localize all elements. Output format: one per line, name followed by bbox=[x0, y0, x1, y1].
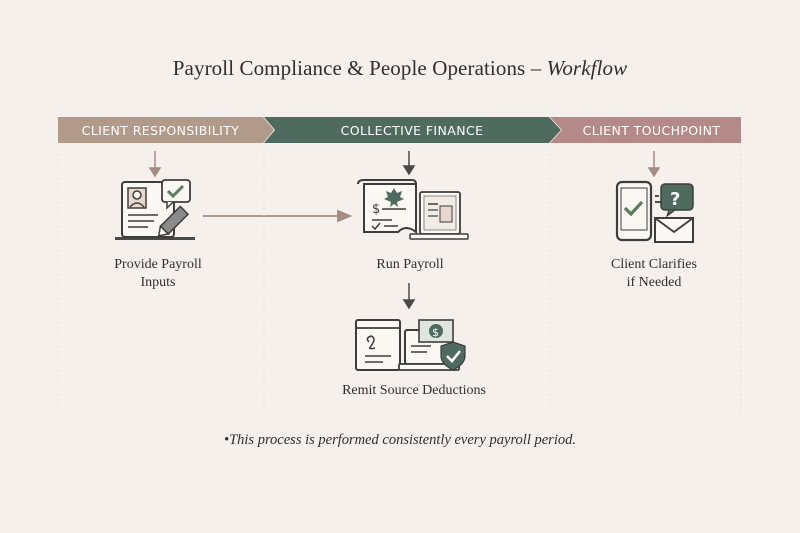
lane-band-client-touchpoint bbox=[550, 117, 741, 143]
step-run-payroll-label: Run Payroll bbox=[376, 257, 444, 272]
remittance-browser-laptop-icon: $ bbox=[355, 319, 466, 371]
step-remit-deductions-label: Remit Source Deductions bbox=[342, 383, 486, 398]
payroll-document-laptop-icon: $ bbox=[357, 179, 469, 240]
arrow-inputs-to-run bbox=[203, 209, 353, 223]
title-main: Payroll Compliance & People Operations bbox=[172, 56, 526, 80]
title-emphasis: Workflow bbox=[546, 56, 628, 80]
footnote: •This process is performed consistently … bbox=[224, 432, 576, 448]
step-provide-inputs: Provide Payroll Inputs bbox=[90, 256, 226, 292]
step-client-clarifies-line1: Client Clarifies bbox=[611, 257, 697, 272]
arrow-run-to-remit bbox=[402, 283, 416, 310]
svg-text:?: ? bbox=[670, 189, 680, 210]
page-title: Payroll Compliance & People Operations –… bbox=[0, 56, 800, 81]
step-client-clarifies: Client Clarifies if Needed bbox=[586, 256, 722, 292]
svg-text:$: $ bbox=[432, 326, 439, 339]
lane-label-collective-finance: COLLECTIVE FINANCE bbox=[340, 123, 484, 138]
step-run-payroll: Run Payroll bbox=[330, 256, 490, 274]
svg-text:$: $ bbox=[372, 202, 380, 217]
lane-band-client-responsibility bbox=[58, 117, 274, 143]
lane-label-client-responsibility: CLIENT RESPONSIBILITY bbox=[81, 123, 240, 138]
step-remit-deductions: Remit Source Deductions bbox=[300, 382, 528, 400]
step-provide-inputs-line1: Provide Payroll bbox=[114, 257, 202, 272]
step-provide-inputs-line2: Inputs bbox=[140, 275, 176, 290]
lane-band-collective-finance bbox=[264, 117, 561, 143]
title-dash: – bbox=[530, 56, 542, 80]
step-client-clarifies-line2: if Needed bbox=[626, 275, 682, 290]
down-arrow-touchpoint bbox=[647, 151, 661, 178]
down-arrow-client bbox=[148, 151, 162, 178]
lane-label-client-touchpoint: CLIENT TOUCHPOINT bbox=[582, 123, 721, 138]
payroll-input-form-icon bbox=[115, 179, 195, 240]
down-arrow-finance bbox=[402, 151, 416, 176]
phone-question-mail-icon: ? bbox=[615, 180, 694, 243]
